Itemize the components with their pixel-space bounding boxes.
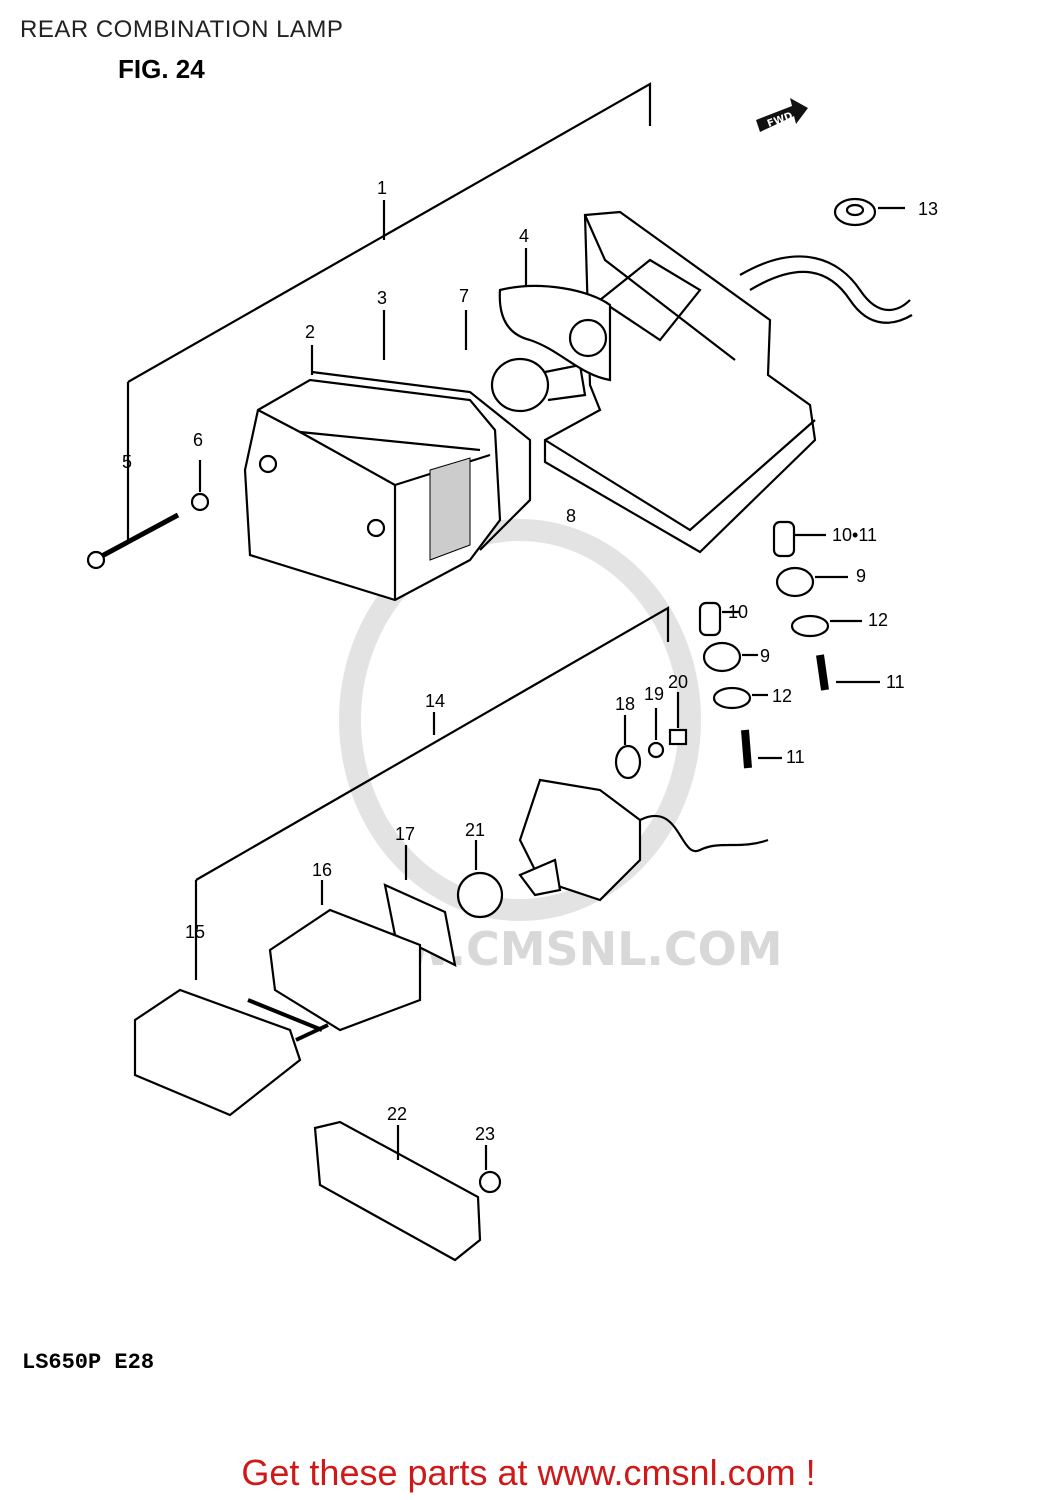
watermark: WWW.CMSNL.COM <box>300 519 783 976</box>
callout-11a: 11 <box>886 672 905 692</box>
callout-12b: 12 <box>772 686 792 706</box>
callout-8: 8 <box>566 506 576 526</box>
callout-11b: 11 <box>786 747 805 767</box>
callout-4: 4 <box>519 226 529 246</box>
lamp-base-bracket <box>543 210 913 554</box>
group-bracket-1 <box>127 82 652 383</box>
nut-6 <box>190 492 210 512</box>
callout-23: 23 <box>475 1124 495 1144</box>
callout-17: 17 <box>395 824 415 844</box>
callout-15: 15 <box>185 922 205 942</box>
figure-number: FIG. 24 <box>118 54 205 84</box>
callout-7: 7 <box>459 286 469 306</box>
clip-18 <box>614 744 642 780</box>
callout-labels: 1 2 3 4 5 6 7 8 9 9 10 10•11 11 11 12 12… <box>122 178 938 1144</box>
callout-1: 1 <box>377 178 387 198</box>
callout-16: 16 <box>312 860 332 880</box>
callout-13: 13 <box>918 199 938 219</box>
callout-12a: 12 <box>868 610 888 630</box>
tail-lamp-lens <box>243 370 532 602</box>
bulb-7 <box>490 357 587 413</box>
callout-18: 18 <box>615 694 635 714</box>
callout-6: 6 <box>193 430 203 450</box>
callout-14: 14 <box>425 691 445 711</box>
bolt-11a <box>816 654 880 691</box>
socket <box>518 858 562 897</box>
callout-9a: 9 <box>856 566 866 586</box>
license-lens-15 <box>133 988 302 1117</box>
model-code: LS650P E28 <box>22 1350 155 1375</box>
callout-21: 21 <box>465 820 485 840</box>
fwd-label: FWD <box>766 111 794 130</box>
license-case-16 <box>268 908 422 1032</box>
bolt-11b <box>741 729 782 769</box>
cushion-9b <box>702 641 742 673</box>
callout-2: 2 <box>305 322 315 342</box>
callout-5: 5 <box>122 452 132 472</box>
callout-10: 10 <box>728 602 748 622</box>
collar-10-11 <box>772 520 796 558</box>
callout-22: 22 <box>387 1104 407 1124</box>
callout-10-11: 10•11 <box>832 525 877 545</box>
nut-23 <box>478 1170 502 1194</box>
cushion-9a <box>775 566 815 598</box>
cta-link[interactable]: Get these parts at www.cmsnl.com ! <box>241 1452 816 1493</box>
callout-19: 19 <box>644 684 664 704</box>
washer-12a <box>790 614 830 638</box>
reflector-22 <box>313 1120 482 1262</box>
group-bracket-14 <box>195 606 670 881</box>
diagram-title: REAR COMBINATION LAMP <box>20 16 344 43</box>
gasket-17 <box>383 883 457 967</box>
collar-10 <box>698 601 722 637</box>
washer-12b <box>712 686 752 710</box>
fwd-arrow-icon: FWD <box>756 98 808 132</box>
socket-4 <box>498 284 612 382</box>
callout-9b: 9 <box>760 646 770 666</box>
callout-3: 3 <box>377 288 387 308</box>
washer-19 <box>647 741 665 759</box>
bolt-5 <box>86 512 180 570</box>
grommet-13 <box>833 197 905 227</box>
callout-20: 20 <box>668 672 688 692</box>
bulb-21 <box>456 871 504 919</box>
nut-20 <box>668 728 688 746</box>
